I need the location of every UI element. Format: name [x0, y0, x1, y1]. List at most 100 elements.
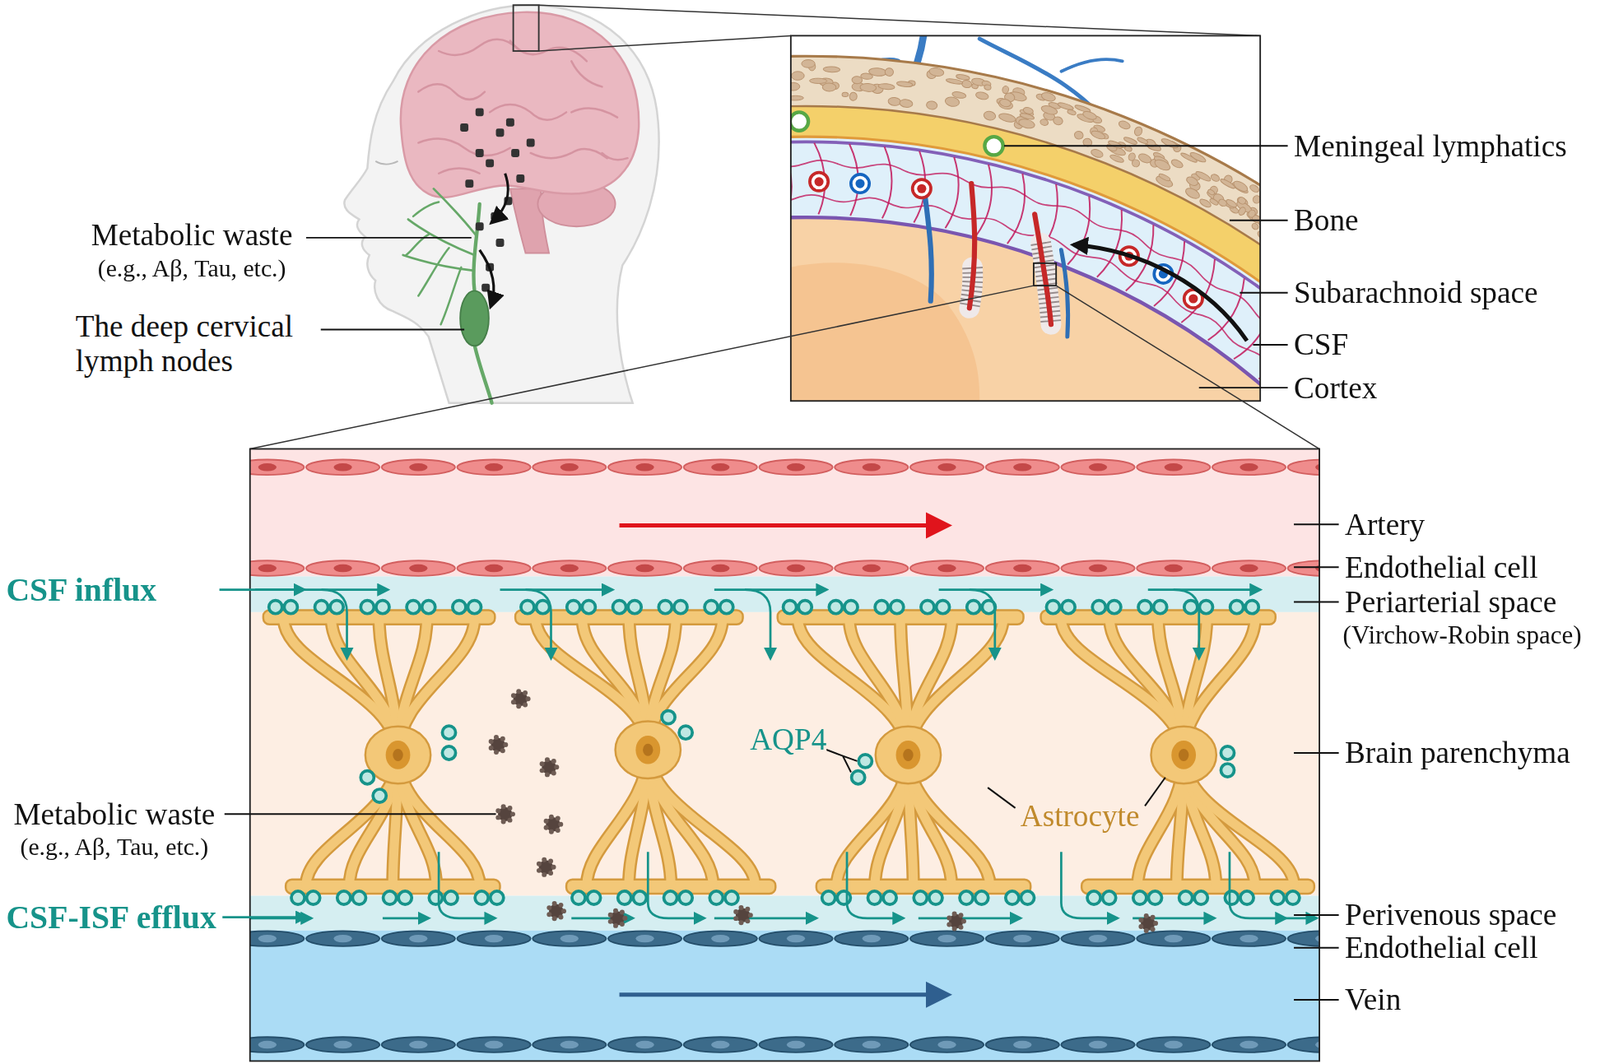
- blood-flow-arrow: [619, 523, 948, 528]
- waste-particles: [536, 868, 542, 874]
- waste-particles: [558, 914, 564, 920]
- lymph-node-label: The deep cervical lymph nodes: [75, 309, 321, 379]
- layer-label: Subarachnoid space: [1293, 277, 1538, 308]
- waste-particles: [516, 703, 521, 709]
- waste-particles: [958, 912, 964, 918]
- csf-flow-arrows: [438, 851, 495, 919]
- endothelial-cells: [560, 564, 579, 573]
- waste-particles: [488, 745, 494, 751]
- waste-particles: [544, 825, 549, 831]
- aqp4-channels: [474, 891, 489, 905]
- waste-particles: [555, 816, 561, 822]
- bone-spots: [790, 82, 800, 91]
- endothelial-cells: [1164, 463, 1183, 471]
- waste-particles: [522, 702, 528, 708]
- lymph-vessels: [403, 188, 493, 403]
- nucleus: [386, 740, 411, 770]
- flow-label: CSF influx: [5, 573, 157, 607]
- endothelial-cells: [786, 1041, 805, 1049]
- endothelial-cells: [306, 560, 380, 577]
- flow-label: CSF-ISF efflux: [5, 901, 216, 935]
- endothelial-cells: [456, 560, 531, 577]
- endothelial-cells: [409, 1041, 428, 1049]
- waste-particles: [619, 921, 625, 927]
- endothelial-cells: [1088, 564, 1107, 573]
- endothelial-cells: [1212, 930, 1286, 947]
- aqp4-channels: [913, 891, 927, 905]
- endothelial-cells: [608, 560, 682, 577]
- endothelial-cells: [937, 564, 956, 573]
- brain: [438, 39, 521, 56]
- endothelial-cells: [1013, 564, 1032, 573]
- waste-particles: [748, 912, 754, 918]
- panel-border: [250, 449, 1320, 1062]
- aqp4-channels: [1102, 891, 1117, 905]
- aqp4-channels: [1005, 891, 1019, 905]
- bone-spots: [1073, 130, 1084, 140]
- endothelial-cells: [786, 934, 805, 943]
- aqp4-channels: [975, 891, 989, 905]
- bone-spots: [1158, 172, 1172, 182]
- waste-particles: [1144, 928, 1149, 934]
- aqp4-channels: [929, 891, 943, 905]
- aqp4-channels: [444, 891, 458, 905]
- aqp4-channels: [376, 600, 390, 614]
- bone-spots: [1136, 136, 1149, 145]
- aqp4-channels: [441, 746, 456, 760]
- endothelial-cells: [333, 463, 352, 471]
- endothelial-cells: [258, 564, 277, 573]
- endothelial-cells: [786, 463, 805, 471]
- endothelial-cells: [1239, 1041, 1258, 1049]
- waste-particles: [500, 736, 506, 742]
- waste-particles: [546, 905, 552, 911]
- aqp4-channels: [1220, 746, 1234, 760]
- waste-particles: [493, 734, 499, 740]
- endothelial-cells: [1060, 930, 1135, 947]
- leader-lines: [311, 328, 465, 331]
- aqp4-channels: [967, 600, 981, 614]
- endothelial-cells: [986, 560, 1060, 577]
- aqp4-channels: [520, 600, 535, 614]
- waste-dots: [511, 148, 520, 158]
- nucleolus: [392, 748, 403, 762]
- brain: [418, 139, 511, 156]
- panel-border: [790, 35, 1261, 401]
- bone-spots: [860, 73, 874, 80]
- bone-spots: [884, 67, 894, 77]
- csf-flow-arrows: [918, 916, 1021, 920]
- bone-spots: [896, 80, 913, 88]
- nucleus: [896, 740, 921, 770]
- aqp4-channels: [874, 600, 889, 614]
- capillaries: [945, 157, 959, 228]
- endothelial-cells: [409, 934, 428, 943]
- brain: [571, 60, 602, 87]
- zoom-lines: [1055, 285, 1320, 449]
- waste-particles: [739, 920, 745, 926]
- cortical-vessels: [809, 172, 828, 191]
- csf-flow-arrows: [250, 590, 1317, 919]
- endothelial-cells: [258, 1041, 277, 1049]
- astrocyte-body: [875, 726, 941, 784]
- endothelial-cells: [1088, 934, 1107, 943]
- layer-label: Bone: [1293, 204, 1359, 236]
- endothelial-cells: [250, 930, 1320, 947]
- endothelial-cells: [635, 1041, 654, 1049]
- aqp4-channels: [858, 754, 872, 768]
- aqp4-channels: [837, 891, 851, 905]
- head-illustration: [344, 4, 659, 404]
- aqp4-channels: [306, 891, 321, 905]
- tissue-label: Brain parenchyma: [1344, 737, 1571, 768]
- cortical-vessels: [923, 183, 932, 302]
- csf-flow-arrows: [222, 916, 307, 919]
- csf-flow-arrows: [1060, 851, 1117, 919]
- endothelial-cells: [1013, 934, 1032, 943]
- endothelial-cells: [1013, 463, 1032, 471]
- scalp-vessels: [1060, 59, 1122, 72]
- aqp4-channels: [1179, 891, 1193, 905]
- endothelial-cells: [862, 1041, 881, 1049]
- bone-spots: [790, 95, 804, 101]
- aqp4-channels: [627, 600, 642, 614]
- bone-spots: [961, 79, 973, 89]
- zoom-lines: [1033, 263, 1056, 286]
